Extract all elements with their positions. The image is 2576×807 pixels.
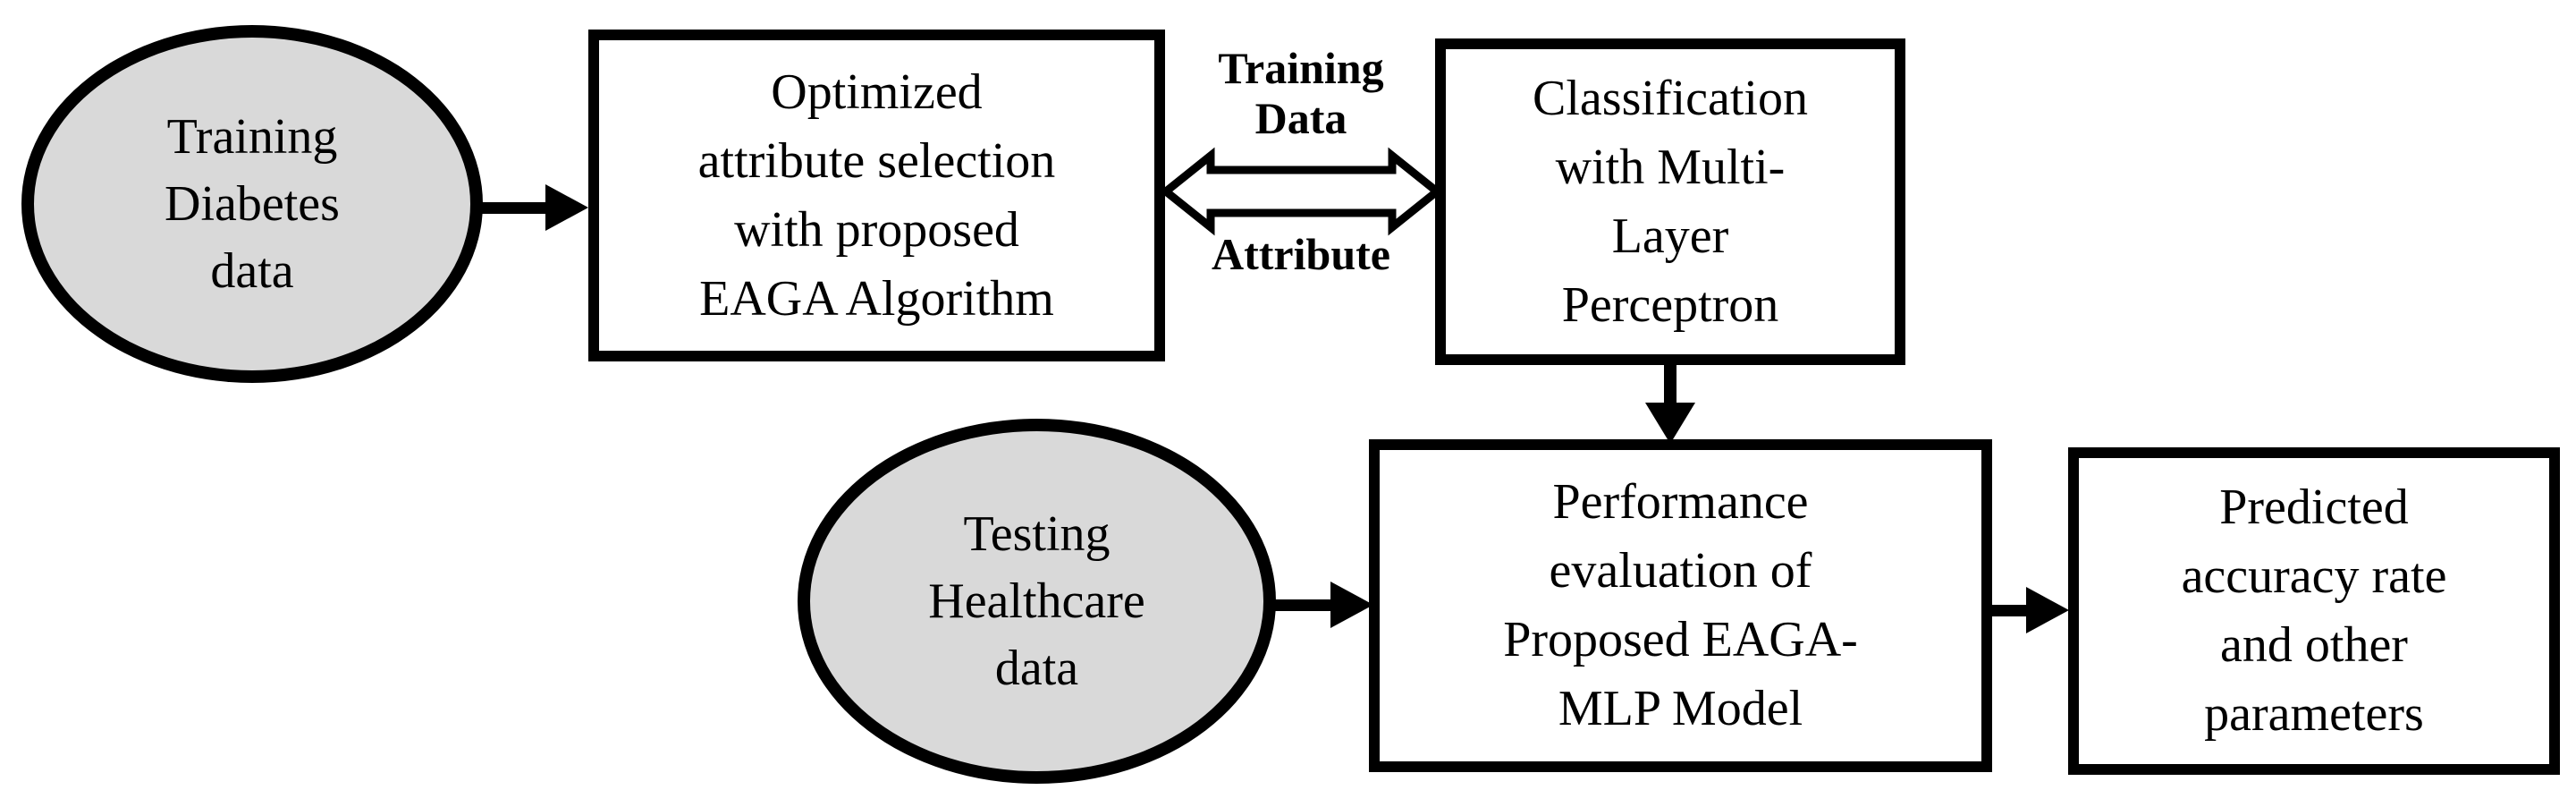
classification-mlp-box: Classification with Multi- Layer Percept… <box>1435 38 1905 365</box>
testing-healthcare-data-ellipse: Testing Healthcare data <box>798 419 1276 784</box>
prediction-output-box: Predicted accuracy rate and other parame… <box>2068 447 2560 775</box>
arrow-stem <box>1271 599 1338 611</box>
double-arrow-connector <box>1159 147 1444 236</box>
prediction-output-label: Predicted accuracy rate and other parame… <box>2181 480 2447 742</box>
arrow-head-icon <box>1645 403 1695 444</box>
training-diabetes-data-label: Training Diabetes data <box>165 108 340 299</box>
testing-healthcare-data-label: Testing Healthcare data <box>928 505 1145 696</box>
training-data-edge-label: Training Data <box>1218 43 1384 143</box>
performance-evaluation-label: Performance evaluation of Proposed EAGA-… <box>1503 474 1858 736</box>
eaga-attribute-selection-box: Optimized attribute selection with propo… <box>588 30 1165 361</box>
arrow-stem <box>1989 605 2033 616</box>
eaga-attribute-selection-label: Optimized attribute selection with propo… <box>697 64 1056 327</box>
arrow-head-icon <box>1330 582 1373 628</box>
arrow-stem <box>479 202 549 214</box>
training-diabetes-data-ellipse: Training Diabetes data <box>21 25 483 383</box>
arrow-head-icon <box>545 184 588 231</box>
arrow-head-icon <box>2026 587 2069 633</box>
double-arrow-shape <box>1159 147 1444 236</box>
classification-mlp-label: Classification with Multi- Layer Percept… <box>1533 70 1808 333</box>
arrow-stem <box>1664 358 1677 406</box>
performance-evaluation-box: Performance evaluation of Proposed EAGA-… <box>1369 439 1992 772</box>
attribute-edge-label: Attribute <box>1212 229 1390 279</box>
